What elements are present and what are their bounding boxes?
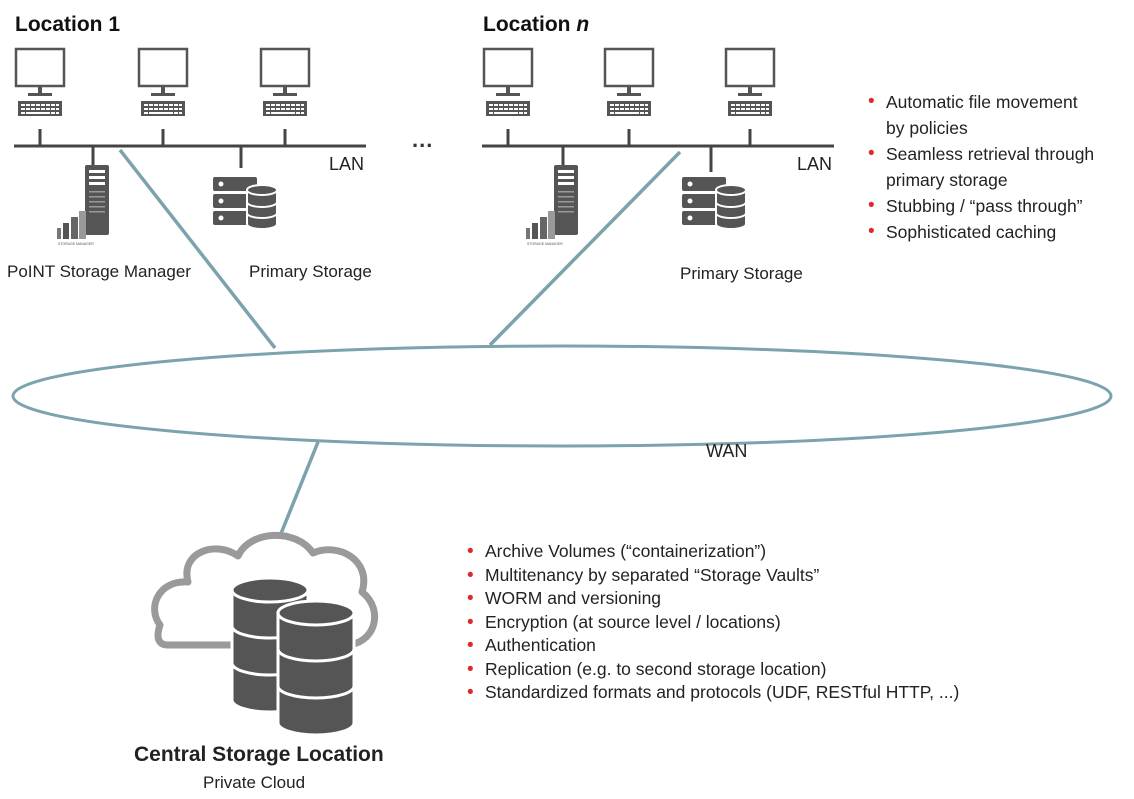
locationN-title-variable: n — [576, 13, 590, 36]
lan-bus-location1 — [14, 129, 366, 168]
database-icon — [276, 599, 356, 737]
central-feature-item: Authentication — [465, 634, 959, 658]
feature-item: Stubbing / “pass through” — [866, 193, 1094, 219]
wan-label: WAN — [706, 441, 748, 461]
storage-manager-logo: STORAGE MANAGER — [527, 242, 563, 246]
locationN-wan-link — [488, 150, 682, 347]
central-storage-subtitle: Private Cloud — [203, 773, 306, 792]
location1-primary-label: Primary Storage — [249, 262, 372, 281]
central-storage-title: Central Storage Location — [134, 743, 384, 766]
workstation-icon — [724, 47, 776, 118]
location1-wan-link — [118, 148, 277, 350]
central-feature-item: Standardized formats and protocols (UDF,… — [465, 681, 959, 705]
workstation-icon — [259, 47, 311, 118]
locationN-primary-label: Primary Storage — [680, 264, 803, 283]
locationN-title: Location n — [483, 13, 589, 37]
locations-ellipsis: ... — [412, 127, 434, 152]
location1-title: Location 1 — [15, 13, 121, 36]
storage-manager-server-icon — [57, 165, 109, 242]
workstation-icon — [14, 47, 66, 118]
feature-item: Sophisticated caching — [866, 219, 1094, 245]
locationN-title-prefix: Location — [483, 13, 577, 36]
central-features-list: Archive Volumes (“containerization”) Mul… — [465, 540, 959, 705]
workstation-icon — [137, 47, 189, 118]
locationN-lan-label: LAN — [797, 154, 833, 174]
location1-lan-label: LAN — [329, 154, 365, 174]
primary-storage-icon — [681, 176, 747, 230]
central-feature-item: Archive Volumes (“containerization”) — [465, 540, 959, 564]
central-feature-item: Multitenancy by separated “Storage Vault… — [465, 564, 959, 588]
wan-ellipse — [11, 344, 1113, 448]
wan-links — [118, 148, 682, 537]
location1-psm-label: PoINT Storage Manager — [7, 262, 191, 281]
central-feature-item: Replication (e.g. to second storage loca… — [465, 658, 959, 682]
storage-manager-server-icon — [526, 165, 578, 242]
central-wan-link — [278, 441, 320, 537]
workstation-icon — [482, 47, 534, 118]
lan-bus-locationN — [482, 129, 834, 172]
storage-manager-logo: STORAGE MANAGER — [58, 242, 94, 246]
primary-storage-icon — [212, 176, 278, 230]
workstation-icon — [603, 47, 655, 118]
central-feature-item: WORM and versioning — [465, 587, 959, 611]
central-feature-item: Encryption (at source level / locations) — [465, 611, 959, 635]
